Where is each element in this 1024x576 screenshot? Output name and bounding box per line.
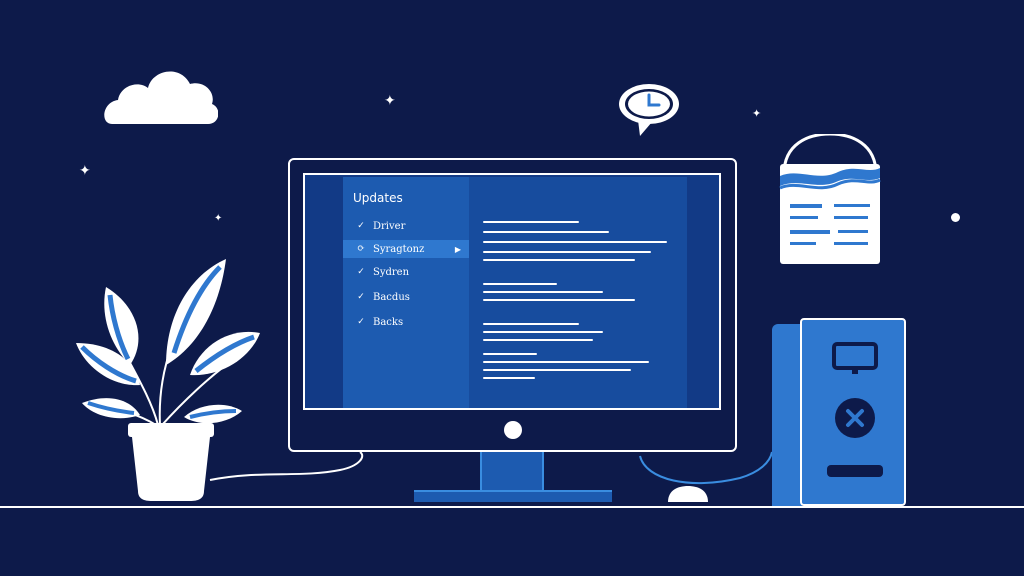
- check-icon: ✓: [357, 292, 365, 302]
- clipboard-icon: [779, 134, 881, 264]
- power-button[interactable]: [504, 421, 522, 439]
- chevron-right-icon: ▶: [454, 244, 461, 254]
- error-icon: [835, 398, 875, 438]
- computer-tower: [772, 318, 906, 506]
- text-line: [483, 331, 603, 333]
- mouse-icon: [668, 486, 708, 502]
- sidebar-item-label: Driver: [373, 220, 406, 232]
- updates-sidebar: Updates ✓ Driver ⟳ Syragtonz ▶ ✓ Sydren …: [343, 177, 469, 408]
- text-line: [483, 369, 631, 371]
- tower-front: [800, 318, 906, 506]
- sparkle-icon: ✦: [79, 163, 91, 179]
- sparkle-icon: ✦: [752, 107, 762, 120]
- text-line: [483, 323, 579, 325]
- clock-icon: [619, 84, 679, 136]
- text-line: [483, 299, 635, 301]
- sparkle-icon: ✦: [384, 93, 396, 109]
- sidebar-item-label: Bacdus: [373, 291, 410, 303]
- sidebar-item-label: Syragtonz: [373, 243, 425, 255]
- monitor-stand-base: [414, 490, 612, 502]
- text-line: [483, 251, 651, 253]
- text-line: [483, 283, 557, 285]
- content-pane: [469, 177, 687, 408]
- text-line: [483, 231, 609, 233]
- display-icon: [832, 342, 878, 374]
- sidebar-item-syragtonz[interactable]: ⟳ Syragtonz ▶: [343, 240, 469, 258]
- check-icon: ✓: [357, 317, 365, 327]
- sidebar-item-driver[interactable]: ✓ Driver: [343, 217, 469, 235]
- monitor-screen: Updates ✓ Driver ⟳ Syragtonz ▶ ✓ Sydren …: [303, 173, 721, 410]
- sidebar-item-label: Sydren: [373, 266, 410, 278]
- cloud-icon: [104, 71, 218, 124]
- text-line: [483, 353, 537, 355]
- plant-icon: [76, 259, 260, 501]
- sidebar-item-backs[interactable]: ✓ Backs: [343, 313, 469, 331]
- floor-line: [0, 506, 1024, 508]
- dot-icon: [951, 213, 960, 222]
- sidebar-item-bacdus[interactable]: ✓ Bacdus: [343, 288, 469, 306]
- refresh-icon: ⟳: [357, 244, 365, 254]
- sparkle-icon: ✦: [214, 213, 223, 224]
- tower-side: [772, 324, 802, 506]
- text-line: [483, 259, 635, 261]
- text-line: [483, 339, 593, 341]
- monitor-stand: [480, 452, 544, 492]
- text-line: [483, 221, 579, 223]
- text-line: [483, 361, 649, 363]
- sidebar-title: Updates: [353, 191, 403, 205]
- text-line: [483, 377, 535, 379]
- text-line: [483, 291, 603, 293]
- sidebar-item-sydren[interactable]: ✓ Sydren: [343, 263, 469, 281]
- text-line: [483, 241, 667, 243]
- sidebar-item-label: Backs: [373, 316, 404, 328]
- drive-slot: [827, 465, 883, 477]
- check-icon: ✓: [357, 221, 365, 231]
- check-icon: ✓: [357, 267, 365, 277]
